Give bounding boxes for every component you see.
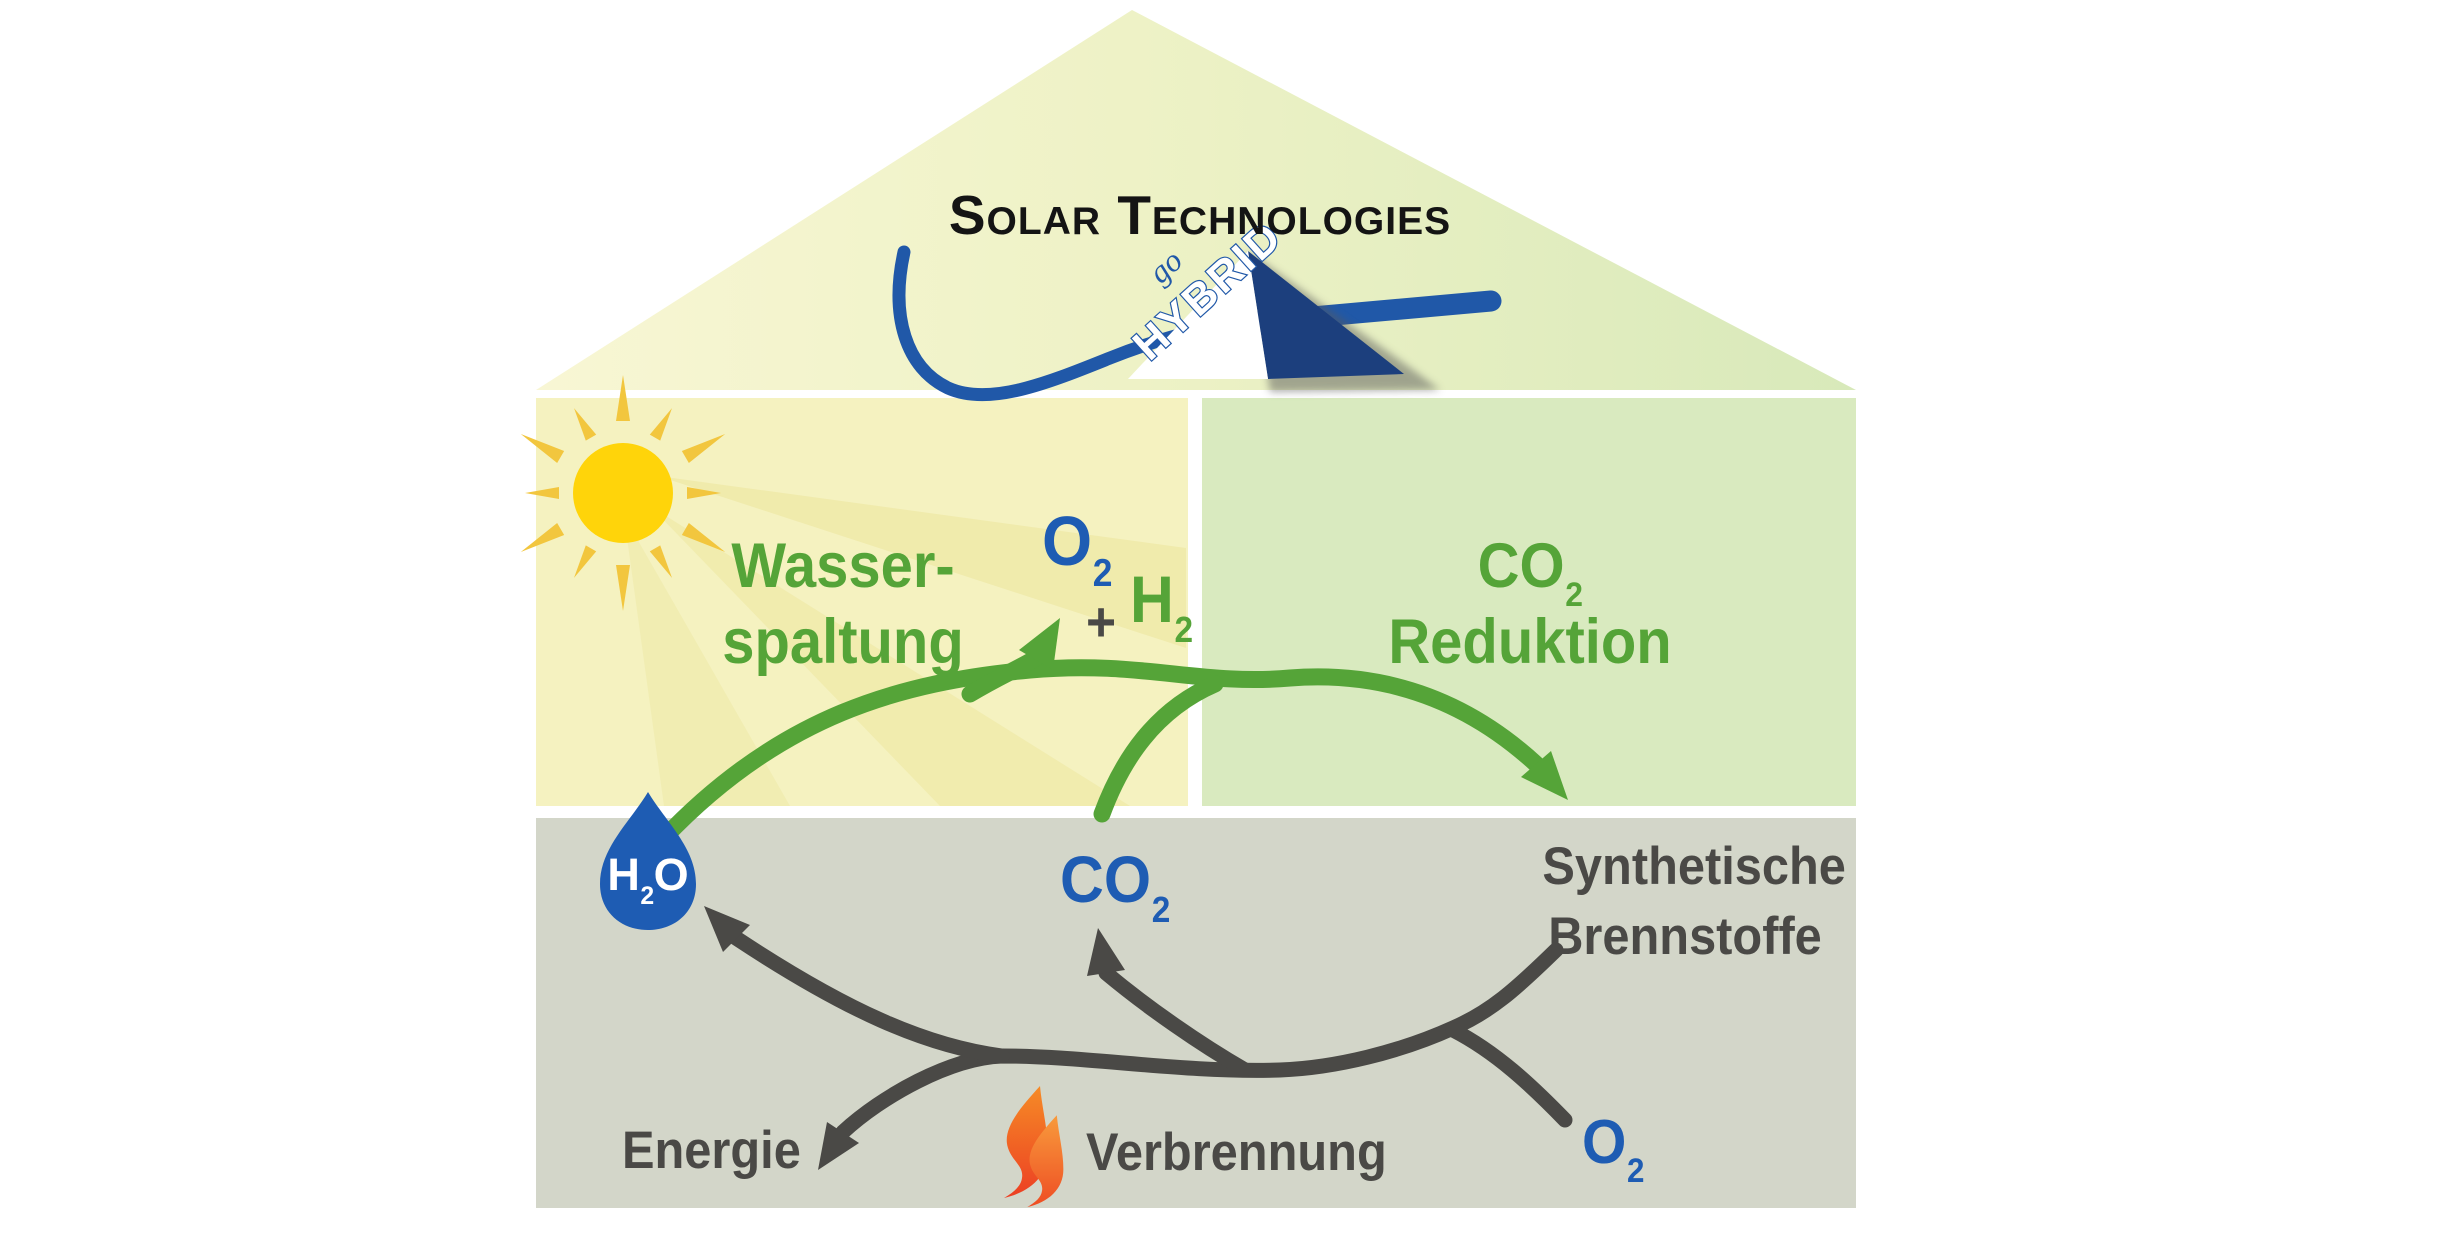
co2-feedstock-label: CO2: [1060, 846, 1170, 927]
flame-icon: [1004, 1086, 1064, 1208]
sun-beams: [624, 476, 1186, 806]
branch-to-co2-arrow: [1098, 965, 1253, 1078]
water-splitting-line1: Wasser-: [731, 531, 955, 601]
o2-symbol: O: [1042, 502, 1093, 580]
sun-beam: [624, 516, 790, 806]
o2-bottom-subscript: 2: [1626, 1151, 1645, 1190]
o2-subscript: 2: [1092, 551, 1113, 595]
sun-rays: [520, 375, 726, 611]
sun-beam: [650, 506, 1130, 806]
combustion-panel: [536, 818, 1856, 1208]
co2-reduction-line1: CO2: [1383, 528, 1677, 612]
co2-symbol: CO: [1477, 531, 1565, 601]
h2o-h-symbol: H: [607, 849, 640, 900]
water-splitting-line2: spaltung: [722, 607, 964, 677]
arrowhead-to-h2o: [704, 906, 750, 952]
co2-mid-subscript: 2: [1151, 888, 1171, 930]
h2-product-label: H2: [1130, 566, 1193, 647]
h2o-label: H2O: [596, 849, 700, 909]
pennant-white-face: [1128, 251, 1268, 379]
sun-beam: [658, 476, 1186, 648]
co2-reduction-label: CO2 Reduktion: [1383, 528, 1677, 680]
water-to-fuels-arrow: [655, 659, 1545, 847]
sun-icon: [520, 375, 726, 611]
o2-reactant-label: O2: [1582, 1112, 1644, 1188]
o2-merge-line: [1445, 1022, 1573, 1128]
house-roof: [536, 10, 1856, 390]
co2-reduction-panel: [1202, 398, 1856, 806]
h2-subscript: 2: [1174, 608, 1194, 650]
h2-symbol: H: [1130, 562, 1174, 636]
co2-reduction-line2: Reduktion: [1388, 607, 1672, 677]
co2-mid-symbol: CO: [1060, 842, 1152, 916]
arrowhead-to-co2: [1087, 928, 1125, 976]
combustion-label: Verbrennung: [1086, 1123, 1387, 1182]
plus-sign: +: [1086, 590, 1117, 653]
synthetic-fuels-line1: Synthetische: [1542, 837, 1846, 896]
arrowhead-to-o2-h2: [1019, 618, 1060, 670]
sun-disc: [573, 443, 673, 543]
branch-to-h2o-arrow: [728, 930, 1010, 1064]
fuels-to-energy-arrow: [835, 942, 1564, 1140]
synthetic-fuels-line2: Brennstoffe: [1548, 907, 1822, 966]
synthetic-fuels-label: Synthetische Brennstoffe: [1542, 832, 1846, 972]
h2o-o-symbol: O: [653, 849, 689, 900]
o2-product-label: O2: [1042, 506, 1113, 593]
o2-bottom-symbol: O: [1582, 1108, 1627, 1177]
h2o-subscript: 2: [640, 882, 655, 910]
water-drop-icon: [600, 792, 696, 930]
flame-tongue-small: [1027, 1115, 1064, 1208]
green-cycle-arrows: [655, 649, 1545, 847]
combustion-arrows: [728, 930, 1573, 1140]
energy-label: Energie: [622, 1121, 801, 1180]
pennant-navy-face: [1248, 251, 1404, 379]
logo-title: Solar Technologies: [948, 184, 1452, 246]
co2-reduction-branch-arrow: [1093, 675, 1224, 823]
co2-subscript: 2: [1565, 575, 1583, 614]
water-splitting-branch-arrow: [961, 649, 1045, 703]
arrowhead-to-synthetic-fuels: [1521, 751, 1568, 800]
arrowhead-to-energy: [818, 1122, 859, 1170]
water-splitting-label: Wasser- spaltung: [700, 528, 985, 680]
